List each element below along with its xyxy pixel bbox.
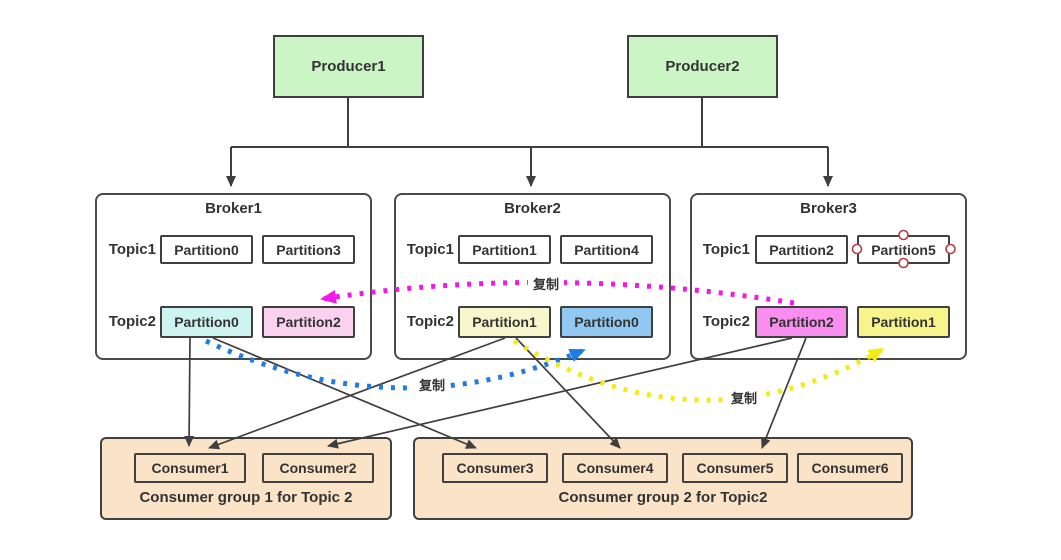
broker2-title: Broker2 <box>504 200 561 217</box>
broker3-topic2-partition2[interactable]: Partition2 <box>755 306 848 338</box>
consumer2-box[interactable]: Consumer2 <box>262 453 374 483</box>
producer2-box[interactable]: Producer2 <box>627 35 778 98</box>
consumer6-label: Consumer6 <box>811 460 889 476</box>
producer2-label: Producer2 <box>665 58 740 75</box>
partition-label: Partition0 <box>174 241 239 258</box>
partition-label: Partition5 <box>871 241 936 258</box>
broker3-topic2-label: Topic2 <box>702 313 750 330</box>
partition-label: Partition2 <box>276 314 341 330</box>
consumer1-label: Consumer1 <box>151 460 229 476</box>
consumer-group1-label: Consumer group 1 for Topic 2 <box>139 489 353 506</box>
producer1-box[interactable]: Producer1 <box>273 35 424 98</box>
broker3-topic1-label: Topic1 <box>702 241 750 258</box>
partition-label: Partition4 <box>574 241 639 258</box>
consumer4-label: Consumer4 <box>576 460 654 476</box>
broker1-topic2-partition0[interactable]: Partition0 <box>160 306 253 338</box>
broker1-topic1-partition3[interactable]: Partition3 <box>262 235 355 264</box>
consumer2-label: Consumer2 <box>279 460 357 476</box>
consumer4-box[interactable]: Consumer4 <box>562 453 668 483</box>
consumer3-box[interactable]: Consumer3 <box>442 453 548 483</box>
broker1-topic2-label: Topic2 <box>108 313 156 330</box>
consumer5-box[interactable]: Consumer5 <box>682 453 788 483</box>
partition-label: Partition2 <box>769 314 834 330</box>
partition-label: Partition2 <box>769 241 834 258</box>
consumer1-box[interactable]: Consumer1 <box>134 453 246 483</box>
broker1-topic2-partition2[interactable]: Partition2 <box>262 306 355 338</box>
broker2-topic1-partition4[interactable]: Partition4 <box>560 235 653 264</box>
replication-label-magenta: 复制 <box>528 277 564 293</box>
broker3-topic1-partition2[interactable]: Partition2 <box>755 235 848 264</box>
replication-label-yellow: 复制 <box>726 391 762 407</box>
broker2-topic1-label: Topic1 <box>406 241 454 258</box>
broker2-topic2-partition0[interactable]: Partition0 <box>560 306 653 338</box>
broker3-topic2-partition1[interactable]: Partition1 <box>857 306 950 338</box>
partition-label: Partition0 <box>574 314 639 330</box>
replication-label-blue: 复制 <box>414 378 450 394</box>
partition-label: Partition0 <box>174 314 239 330</box>
partition-label: Partition1 <box>472 241 537 258</box>
producer1-label: Producer1 <box>311 58 386 75</box>
consumer6-box[interactable]: Consumer6 <box>797 453 903 483</box>
broker1-topic1-label: Topic1 <box>108 241 156 258</box>
partition-label: Partition1 <box>871 314 936 330</box>
consumer5-label: Consumer5 <box>696 460 774 476</box>
partition-label: Partition3 <box>276 241 341 258</box>
broker2-topic2-label: Topic2 <box>406 313 454 330</box>
broker3-title: Broker3 <box>800 200 857 217</box>
consumer3-label: Consumer3 <box>456 460 534 476</box>
broker3-topic1-partition5[interactable]: Partition5 <box>857 235 950 264</box>
broker2-topic1-partition1[interactable]: Partition1 <box>458 235 551 264</box>
consumer-group2-label: Consumer group 2 for Topic2 <box>558 489 768 506</box>
partition-label: Partition1 <box>472 314 537 330</box>
broker2-topic2-partition1[interactable]: Partition1 <box>458 306 551 338</box>
broker1-topic1-partition0[interactable]: Partition0 <box>160 235 253 264</box>
broker1-title: Broker1 <box>205 200 262 217</box>
